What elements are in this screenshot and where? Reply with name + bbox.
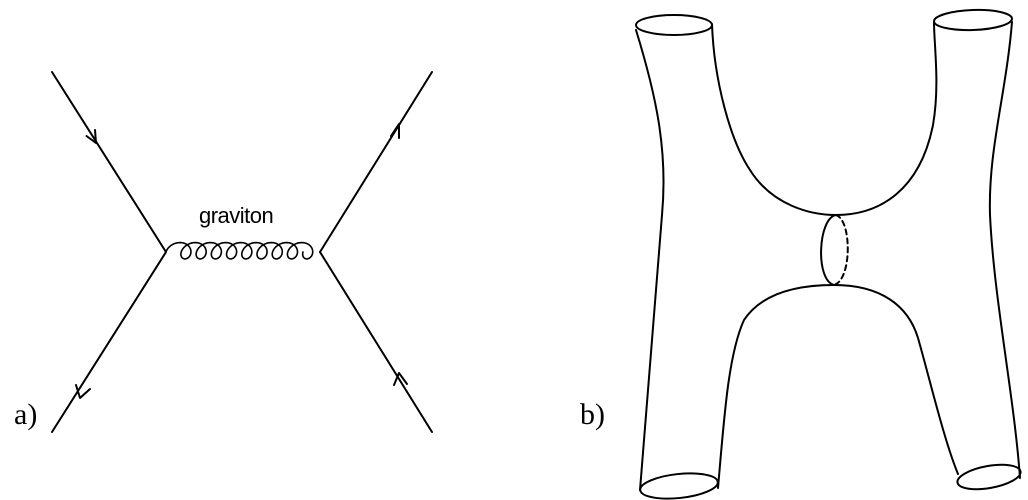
worldsheet-outer-left-edge	[635, 29, 665, 491]
panel-b-string-worldsheet: b)	[580, 8, 1022, 500]
graviton-label: graviton	[199, 203, 273, 228]
arrow-head-top-left	[85, 129, 97, 144]
worldsheet-upper-inner-edge	[711, 21, 938, 216]
fermion-line-bottom-right	[319, 251, 433, 433]
neck-section-front	[820, 214, 837, 286]
fermion-line-bottom-left	[51, 251, 167, 433]
arrow-head-top-right	[390, 123, 400, 139]
worldsheet-lower-inner-edge	[717, 284, 959, 489]
worldsheet-outer-right-edge	[988, 21, 1021, 479]
bottom-left-string-end	[639, 472, 719, 500]
graviton-propagator	[165, 241, 314, 260]
neck-section-back	[833, 214, 849, 286]
panel-b-label: b)	[580, 398, 605, 431]
arrow-head-bottom-right	[393, 372, 408, 386]
arrow-head-bottom-left	[75, 384, 91, 399]
panel-a-label: a)	[14, 398, 37, 431]
fermion-line-top-right	[319, 71, 433, 253]
incoming-fermion-line-top-left	[51, 71, 167, 253]
top-right-string-end	[933, 8, 1013, 32]
top-left-string-end	[635, 14, 713, 36]
panel-a-feynman-diagram: graviton a)	[14, 71, 433, 433]
bottom-right-string-end	[956, 463, 1022, 491]
